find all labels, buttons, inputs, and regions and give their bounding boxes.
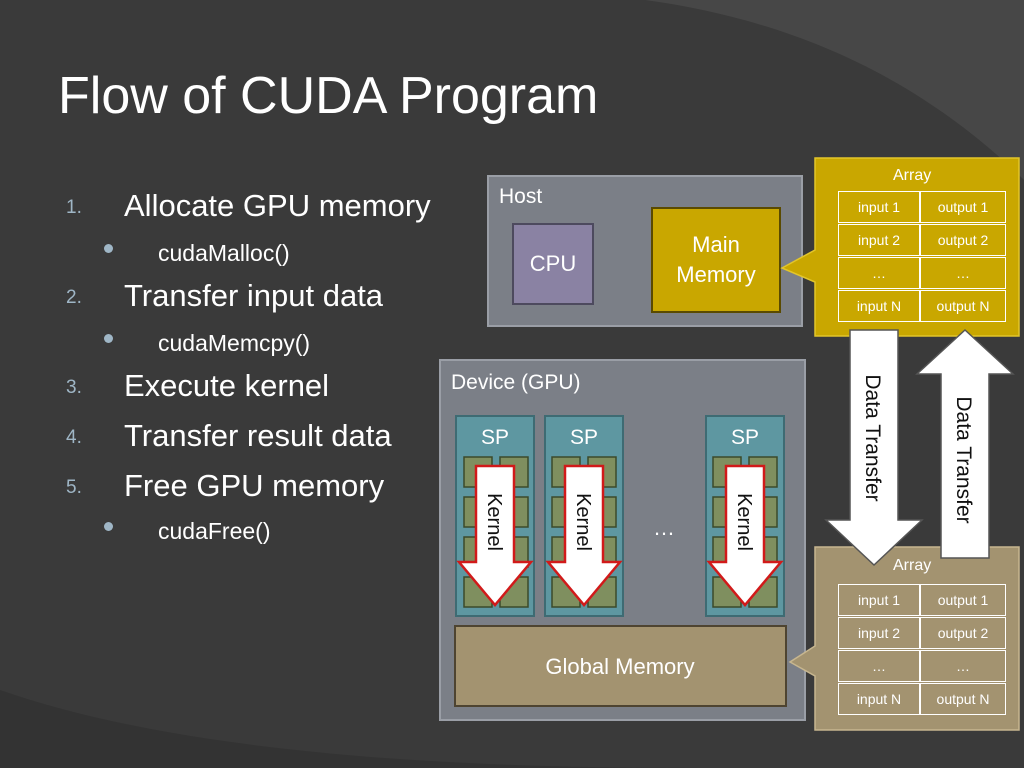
host-array-cell: output 1	[920, 191, 1006, 223]
global-memory-box: Global Memory	[454, 625, 787, 707]
sp-ellipsis: …	[653, 515, 675, 540]
host-array-cell: input 1	[838, 191, 920, 223]
device-array-cell: input 2	[838, 617, 920, 649]
cpu-label: CPU	[529, 251, 577, 276]
host-array-cell: output N	[920, 290, 1006, 322]
step-number: 1.	[66, 197, 82, 218]
device-array-cell: …	[920, 650, 1006, 682]
device-array-title: Array	[893, 557, 932, 574]
sp-label: SP	[731, 426, 759, 449]
main-memory-label-line2: Memory	[676, 262, 756, 287]
host-panel: Host CPU Main Memory	[487, 175, 803, 327]
device-array-cell: …	[838, 650, 920, 682]
step-number: 4.	[66, 427, 82, 448]
sp-label: SP	[481, 426, 509, 449]
data-transfer-up-arrow: Data Transfer	[915, 328, 1015, 559]
device-array-cell: output N	[920, 683, 1006, 715]
step-label: Transfer result data	[124, 418, 392, 453]
step-number: 3.	[66, 377, 82, 398]
main-memory-box: Main Memory	[651, 207, 781, 313]
sub-label: cudaMalloc()	[158, 240, 290, 266]
device-array-cell: input 1	[838, 584, 920, 616]
step-label: Transfer input data	[124, 278, 384, 313]
step-label: Execute kernel	[124, 368, 330, 403]
kernel-label: Kernel	[572, 493, 594, 551]
data-transfer-down-arrow: Data Transfer	[824, 329, 924, 567]
data-transfer-down-label: Data Transfer	[861, 374, 884, 501]
sp-label: SP	[570, 426, 598, 449]
kernel-label: Kernel	[733, 493, 755, 551]
step-number: 5.	[66, 477, 82, 498]
device-array-cell: output 1	[920, 584, 1006, 616]
data-transfer-up-label: Data Transfer	[952, 396, 975, 523]
bullet-icon	[104, 334, 113, 343]
step-number: 2.	[66, 287, 82, 308]
host-array-cell: output 2	[920, 224, 1006, 256]
bullet-icon	[104, 244, 113, 253]
host-array-callout	[780, 157, 1020, 337]
global-memory-label: Global Memory	[545, 654, 694, 679]
host-array-cell: input N	[838, 290, 920, 322]
host-array-cell: …	[920, 257, 1006, 289]
cpu-box: CPU	[512, 223, 594, 305]
device-array-cell: input N	[838, 683, 920, 715]
device-label: Device (GPU)	[451, 371, 581, 394]
sp-block-1: SP Kernel	[455, 415, 535, 617]
page-title: Flow of CUDA Program	[58, 67, 599, 125]
bullet-icon	[104, 522, 113, 531]
kernel-arrow-icon	[706, 464, 784, 607]
kernel-arrow-icon	[456, 464, 534, 607]
kernel-arrow-icon	[545, 464, 623, 607]
sp-block-3: SP Kernel	[705, 415, 785, 617]
sub-label: cudaMemcpy()	[158, 330, 311, 356]
host-array-title: Array	[893, 167, 932, 184]
device-array-callout	[788, 546, 1020, 731]
host-array-cell: …	[838, 257, 920, 289]
host-label: Host	[499, 185, 543, 208]
kernel-label: Kernel	[483, 493, 505, 551]
step-label: Free GPU memory	[124, 468, 385, 503]
sub-label: cudaFree()	[158, 518, 271, 544]
device-array-cell: output 2	[920, 617, 1006, 649]
sp-block-2: SP Kernel	[544, 415, 624, 617]
main-memory-label-line1: Main	[692, 232, 740, 257]
step-label: Allocate GPU memory	[124, 188, 431, 223]
host-array-cell: input 2	[838, 224, 920, 256]
